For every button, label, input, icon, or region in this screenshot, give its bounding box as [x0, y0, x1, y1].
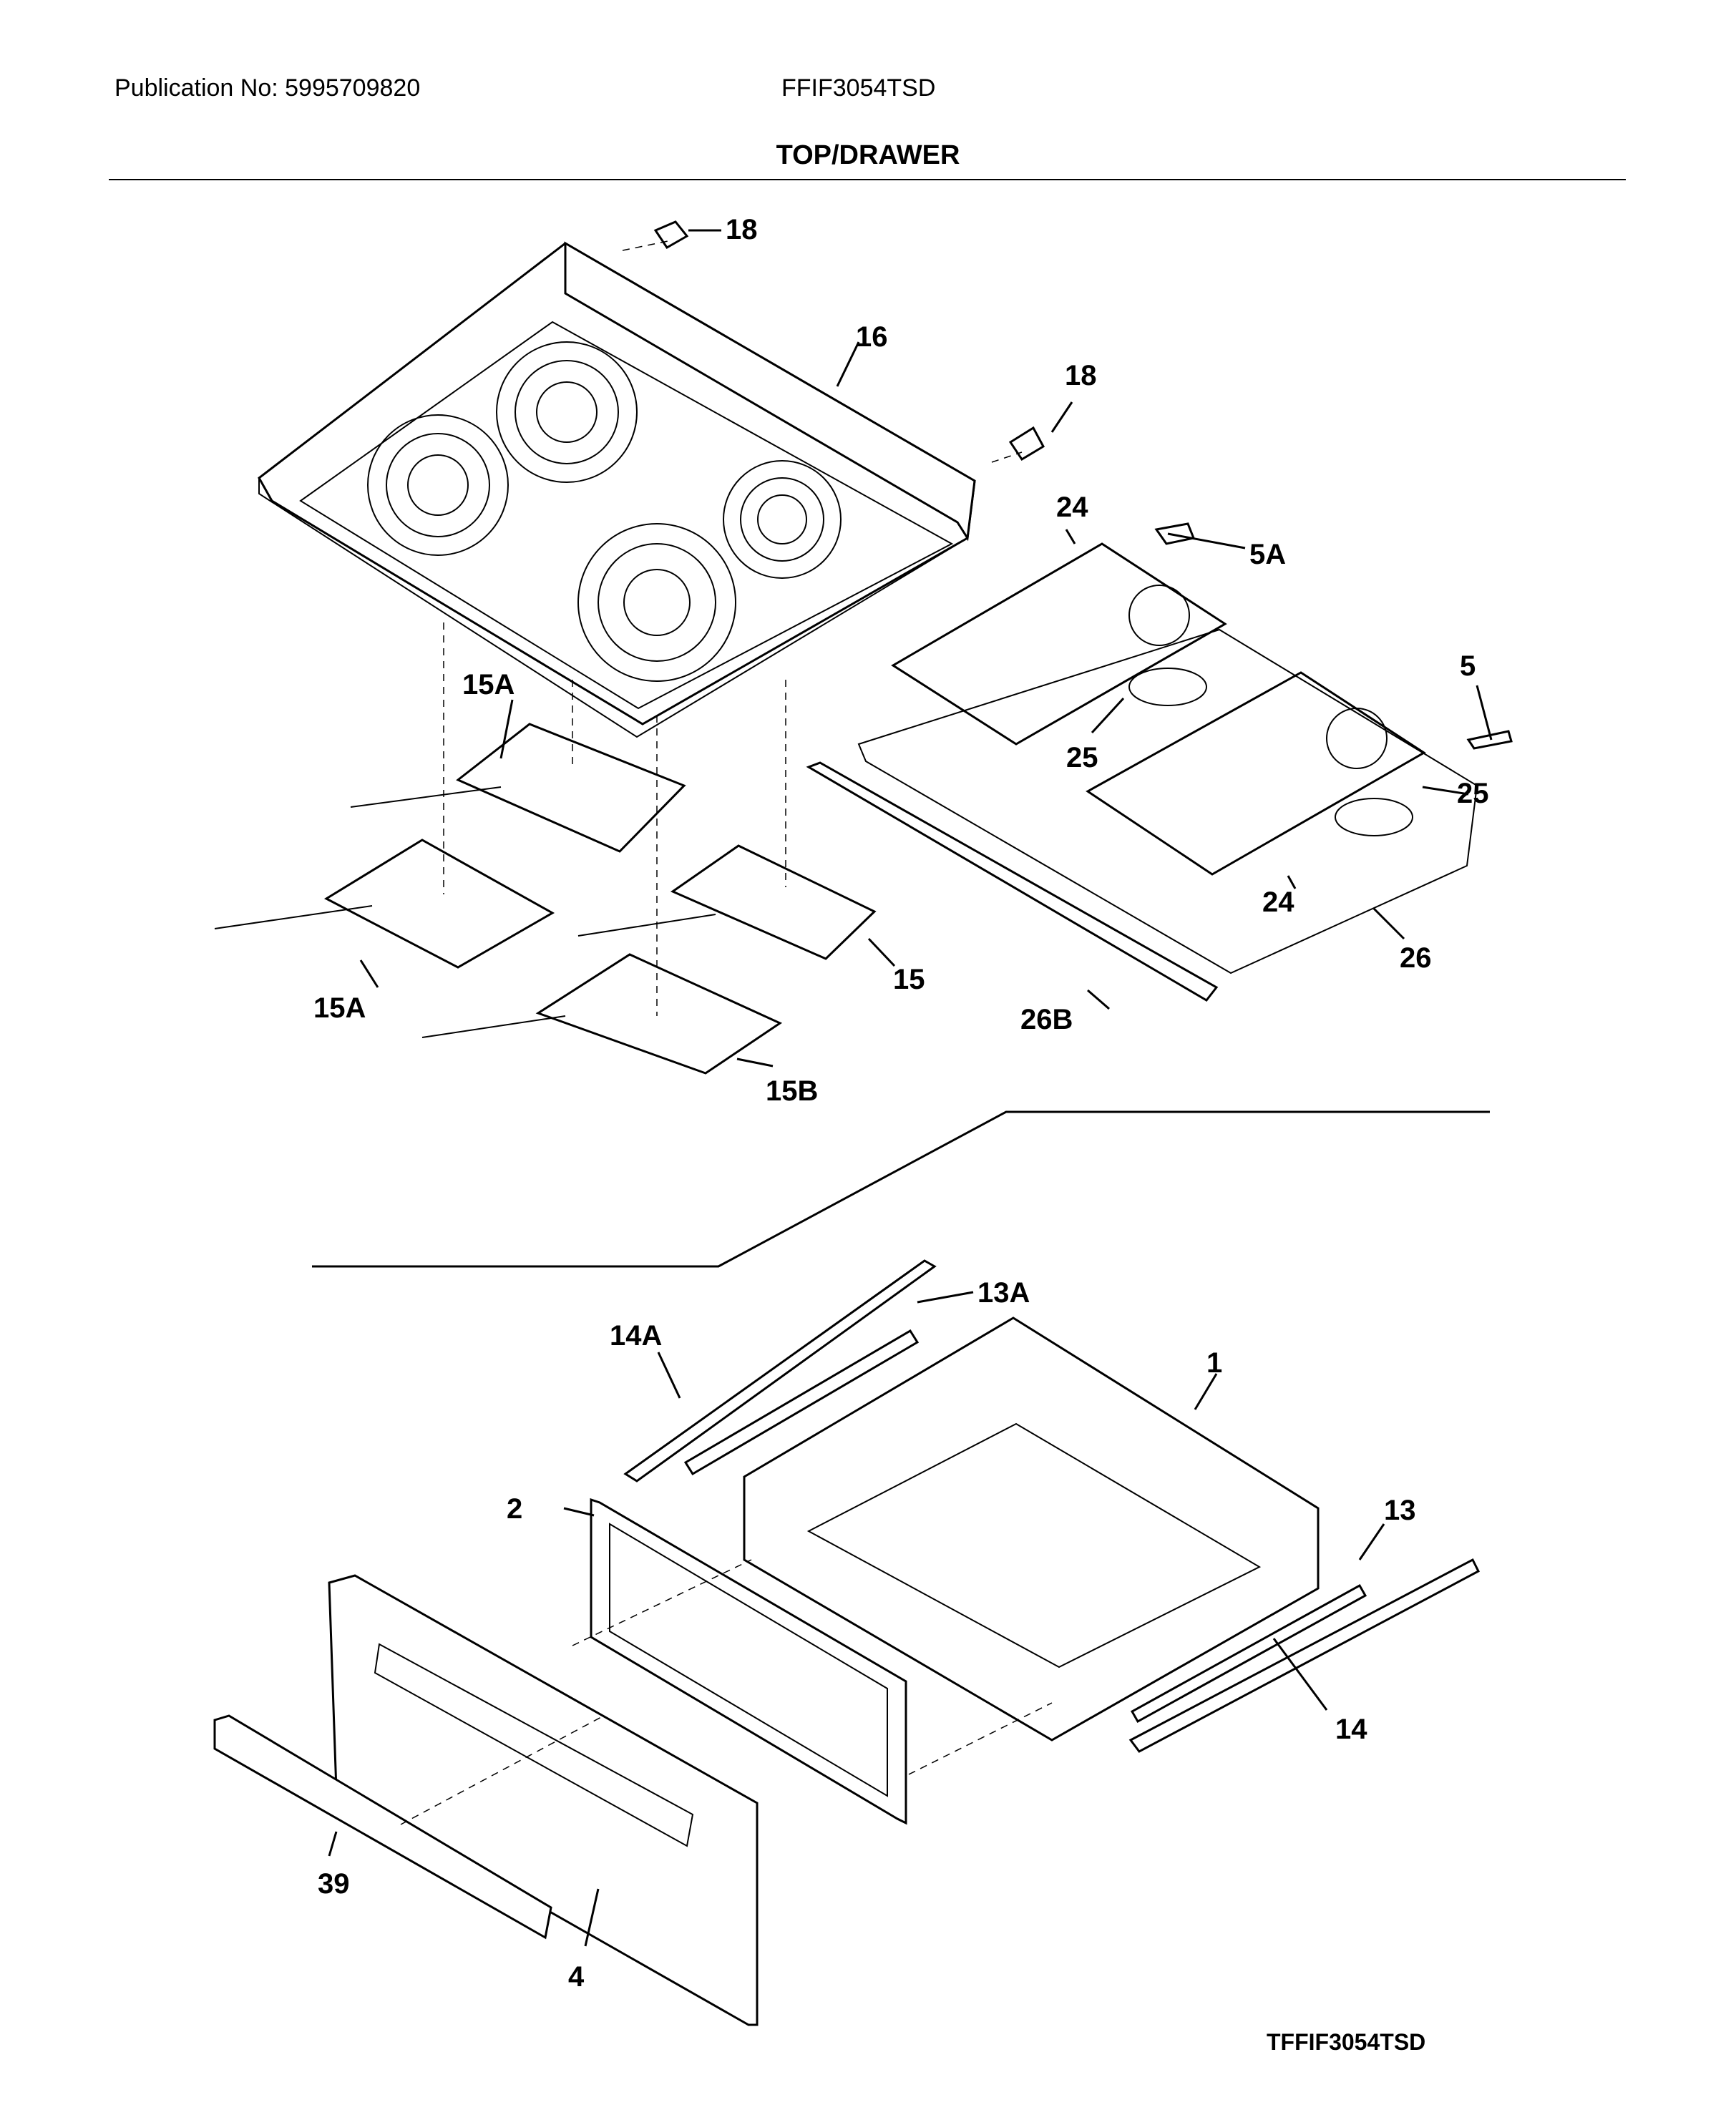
- callout-39: 39: [318, 1868, 350, 1900]
- callout-13: 13: [1384, 1495, 1416, 1526]
- callout-15: 15: [893, 964, 925, 995]
- callout-26: 26: [1400, 942, 1432, 974]
- drawer-drawings: [213, 1259, 1480, 2026]
- callout-1: 1: [1206, 1347, 1222, 1379]
- callout-25-right: 25: [1457, 778, 1489, 809]
- model-number: FFIF3054TSD: [781, 74, 936, 102]
- section-title: TOP/DRAWER: [776, 140, 960, 170]
- publication-number: Publication No: 5995709820: [114, 74, 421, 102]
- callout-26b: 26B: [1020, 1004, 1073, 1035]
- callout-25-left: 25: [1066, 742, 1098, 773]
- diagram-code: TFFIF3054TSD: [1267, 2029, 1426, 2055]
- callout-18-right: 18: [1065, 360, 1097, 391]
- callout-16: 16: [856, 321, 888, 353]
- callout-15a-top: 15A: [462, 669, 515, 700]
- section-separator: [312, 1110, 1490, 1268]
- cooktop-drawing: [258, 241, 976, 738]
- leader-lines: [328, 229, 1493, 1947]
- callout-15b: 15B: [766, 1075, 818, 1107]
- callout-13a: 13A: [977, 1277, 1030, 1309]
- callout-24-top: 24: [1056, 492, 1088, 523]
- callout-5a: 5A: [1249, 539, 1286, 570]
- callout-15a-bottom: 15A: [313, 992, 366, 1024]
- bracket-drawings: [622, 220, 1045, 463]
- callout-18-top: 18: [726, 214, 758, 245]
- callout-24-bottom: 24: [1262, 886, 1294, 918]
- coil-drawings: [214, 622, 877, 1075]
- callout-14: 14: [1335, 1714, 1367, 1745]
- callout-14a: 14A: [610, 1320, 662, 1352]
- callout-2: 2: [507, 1493, 522, 1525]
- callout-5: 5: [1460, 650, 1476, 682]
- control-board-drawings: [806, 522, 1513, 1002]
- callout-4: 4: [568, 1961, 585, 1993]
- callout-labels: 18 16 18 24 5A 5 15A 25 25 24 26 15A 15 …: [313, 214, 1489, 1993]
- header-rule: [109, 179, 1626, 180]
